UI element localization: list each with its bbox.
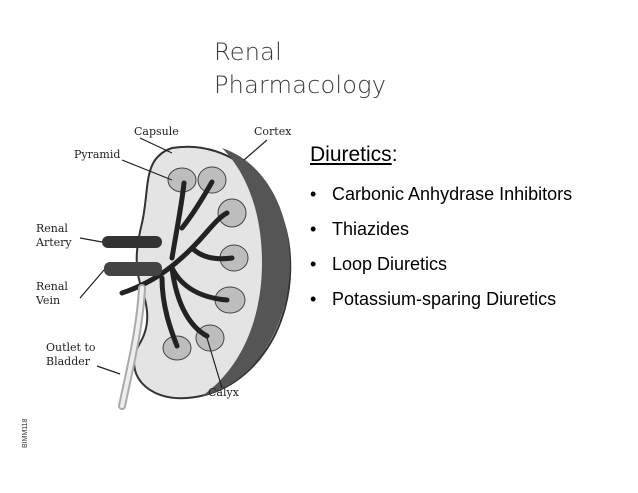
list-item-text: Thiazides [332, 219, 410, 239]
label-outlet-2: Bladder [46, 355, 91, 368]
bullet-glyph: • [310, 184, 317, 204]
list-item: • Thiazides [310, 217, 572, 252]
renal-artery [102, 236, 162, 248]
slide-title: Renal Pharmacology [214, 36, 386, 102]
label-renal-vein-2: Vein [35, 294, 60, 307]
list-item: • Loop Diuretics [310, 252, 572, 287]
bullet-glyph: • [310, 254, 317, 274]
label-renal-artery-2: Artery [35, 236, 72, 249]
renal-pelvis [119, 179, 235, 349]
diuretic-list: • Carbonic Anhydrase Inhibitors • Thiazide… [310, 182, 572, 322]
label-capsule: Capsule [134, 125, 179, 138]
list-item-text: Loop Diuretics [332, 254, 448, 274]
heading-word: Diuretics [310, 143, 392, 166]
heading-colon: : [391, 143, 398, 166]
list-item-text: Potassium-sparing Diuretics [332, 289, 557, 309]
title-line-1: Renal [214, 38, 282, 66]
bullet-glyph: • [310, 219, 317, 239]
kidney-diagram: Capsule Cortex Pyramid Renal Artery Rena… [35, 125, 292, 410]
title-line-2: Pharmacology [214, 71, 387, 99]
diuretics-heading: Diuretics: [310, 143, 398, 167]
label-pyramid: Pyramid [74, 148, 120, 161]
cortex-band [202, 148, 290, 396]
label-renal-artery-1: Renal [36, 222, 68, 235]
list-item-text: Carbonic Anhydrase Inhibitors [332, 184, 573, 204]
list-item: • Potassium-sparing Diuretics [310, 287, 572, 322]
label-renal-vein-1: Renal [36, 280, 68, 293]
label-cortex: Cortex [254, 125, 292, 138]
renal-vein [104, 262, 162, 276]
label-outlet-1: Outlet to [46, 341, 96, 354]
bullet-glyph: • [310, 289, 317, 309]
course-code-label: BIMM118 [22, 418, 29, 448]
list-item: • Carbonic Anhydrase Inhibitors [310, 182, 572, 217]
label-calyx: Calyx [208, 386, 240, 399]
